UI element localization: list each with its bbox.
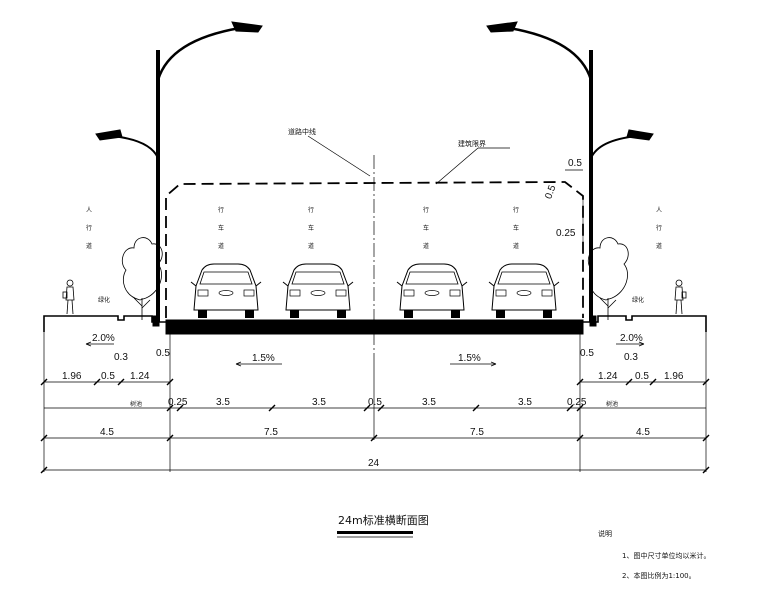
dim-r1-6: 1.96 — [664, 371, 684, 382]
title-underline — [337, 531, 413, 534]
svg-text:道: 道 — [308, 242, 314, 250]
pedestrian-right — [674, 279, 687, 315]
svg-text:行: 行 — [86, 224, 92, 232]
dimension-ticks — [40, 378, 710, 474]
sidewalk-right-label: 人 行 道 — [656, 207, 662, 250]
dim-r2-5: 3.5 — [422, 397, 436, 408]
dim-r1-1: 1.96 — [62, 371, 82, 382]
clearance-top-dim: 0.5 — [568, 158, 582, 169]
planting-left-label: 绿化 — [98, 296, 110, 304]
slope-sidewalk-left: 2.0% — [92, 333, 115, 344]
svg-text:道: 道 — [218, 242, 224, 250]
svg-text:行: 行 — [656, 224, 662, 232]
street-light-left — [95, 21, 263, 322]
svg-text:人: 人 — [656, 207, 662, 214]
svg-text:车: 车 — [308, 224, 314, 232]
dimension-lines — [43, 332, 707, 472]
car-1 — [190, 263, 262, 318]
slope-road-left: 1.5% — [252, 353, 275, 364]
tree-strip-right-label: 树池 — [606, 400, 618, 408]
height-sidewalk-right: 0.3 — [624, 352, 638, 363]
dim-r1-2: 0.5 — [101, 371, 115, 382]
center-line-label: 道路中线 — [288, 127, 316, 136]
car-2 — [282, 263, 354, 318]
sidewalk-left-label: 人 行 道 — [86, 207, 92, 250]
slope-sidewalk-right: 2.0% — [620, 333, 643, 344]
pedestrian-left — [62, 279, 75, 315]
svg-text:行: 行 — [308, 206, 314, 214]
tree-right — [587, 237, 629, 320]
clearance-leader — [435, 147, 479, 185]
clearance-label: 建筑限界 — [458, 139, 486, 148]
dim-r3-2: 7.5 — [264, 427, 278, 438]
note-1: 1、图中尺寸单位均以米计。 — [622, 551, 710, 560]
planting-right-label: 绿化 — [632, 296, 644, 304]
height-sidewalk-left: 0.3 — [114, 352, 128, 363]
lane-label-3: 行 车 道 — [423, 206, 429, 250]
drawing-title: 24m标准横断面图 — [338, 513, 429, 527]
lane-label-4: 行 车 道 — [513, 206, 519, 250]
svg-text:行: 行 — [218, 206, 224, 214]
note-2: 2、本图比例为1:100。 — [622, 571, 696, 580]
dim-r2-3: 3.5 — [312, 397, 326, 408]
svg-text:车: 车 — [423, 224, 429, 232]
tree-strip-left-label: 树池 — [130, 400, 142, 408]
road-structure — [43, 315, 707, 335]
street-light-right — [486, 21, 654, 322]
svg-text:行: 行 — [513, 206, 519, 214]
clearance-side-dim: 0.25 — [556, 228, 576, 239]
dim-r3-3: 7.5 — [470, 427, 484, 438]
center-line-leader — [307, 135, 371, 177]
dim-r3-4: 4.5 — [636, 427, 650, 438]
svg-text:道: 道 — [423, 242, 429, 250]
svg-text:道: 道 — [86, 242, 92, 250]
lane-label-2: 行 车 道 — [308, 206, 314, 250]
slope-markers — [85, 341, 645, 367]
dim-r2-1: 0.25 — [168, 397, 188, 408]
dim-r2-4: 0.5 — [368, 397, 382, 408]
dim-total: 24 — [368, 458, 380, 469]
svg-text:车: 车 — [218, 224, 224, 232]
svg-text:行: 行 — [423, 206, 429, 214]
height-curb-right: 0.5 — [580, 348, 594, 359]
svg-text:人: 人 — [86, 207, 92, 214]
dim-r1-5: 0.5 — [635, 371, 649, 382]
lane-label-1: 行 车 道 — [218, 206, 224, 250]
svg-text:道: 道 — [513, 242, 519, 250]
dim-r2-7: 0.25 — [567, 397, 587, 408]
car-4 — [488, 263, 560, 318]
notes-heading: 说明 — [598, 529, 612, 538]
slope-road-right: 1.5% — [458, 353, 481, 364]
dim-r1-3: 1.24 — [130, 371, 150, 382]
car-3 — [396, 263, 468, 318]
dim-r1-4: 1.24 — [598, 371, 618, 382]
dim-r2-2: 3.5 — [216, 397, 230, 408]
dim-r3-1: 4.5 — [100, 427, 114, 438]
dim-r2-6: 3.5 — [518, 397, 532, 408]
svg-text:道: 道 — [656, 242, 662, 250]
svg-text:车: 车 — [513, 224, 519, 232]
clearance-corner-dim: 0.5 — [543, 183, 558, 200]
height-curb-left: 0.5 — [156, 348, 170, 359]
